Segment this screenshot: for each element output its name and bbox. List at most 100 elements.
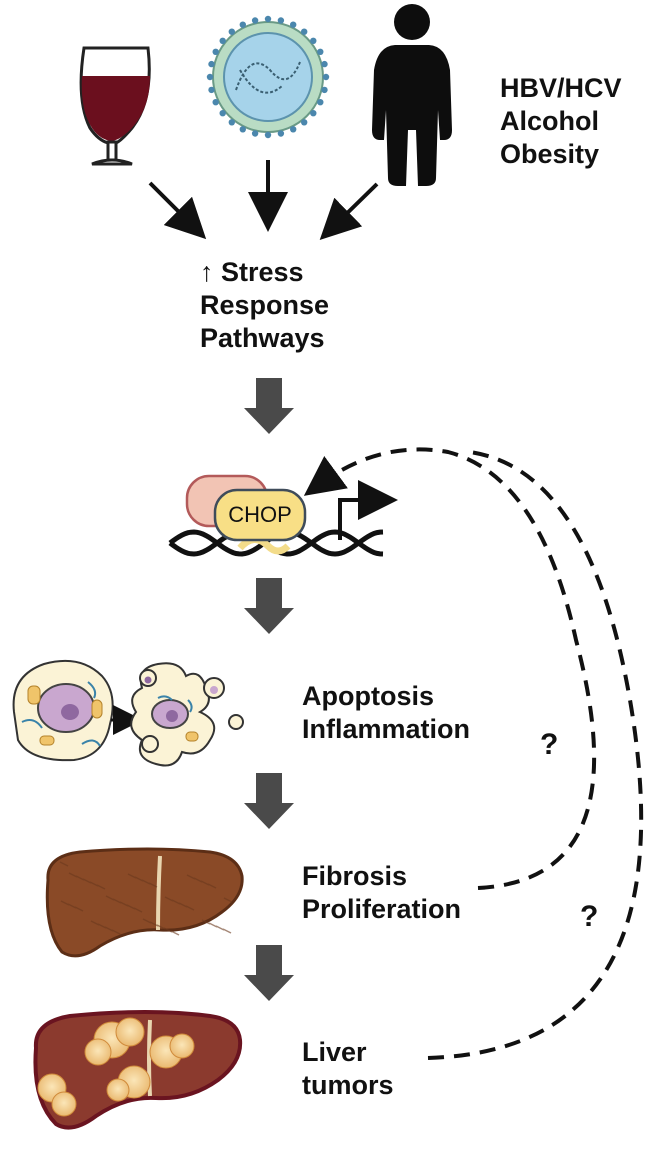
liver-texture bbox=[60, 900, 70, 906]
chop-label: CHOP bbox=[228, 502, 292, 527]
virus-spike bbox=[239, 21, 246, 28]
arrow-to-chop bbox=[244, 378, 294, 434]
flow-arrows bbox=[244, 378, 294, 1001]
chop-protein bbox=[213, 488, 307, 542]
virus-spike bbox=[277, 17, 285, 24]
virus-spike bbox=[212, 48, 219, 55]
virus-spike bbox=[251, 130, 259, 137]
person-silhouette-icon bbox=[372, 4, 452, 186]
virus-spike bbox=[321, 60, 328, 68]
liver-texture bbox=[141, 879, 151, 885]
wine-glass-icon bbox=[79, 46, 151, 166]
virus-spike bbox=[228, 119, 235, 126]
stress-line-3: Pathways bbox=[200, 323, 325, 353]
stress-line-1: Stress bbox=[221, 257, 304, 287]
virus-spike bbox=[317, 99, 324, 106]
liver-texture bbox=[185, 905, 195, 911]
virus-spike bbox=[206, 73, 214, 81]
virus-spike bbox=[264, 15, 272, 23]
liver-texture bbox=[68, 872, 78, 878]
liver-texture bbox=[207, 883, 217, 889]
apoptosis-text: Apoptosis bbox=[302, 681, 434, 711]
liver-texture bbox=[186, 874, 196, 880]
arrow-to-fibrosis bbox=[244, 773, 294, 829]
cause-alcohol: Alcohol bbox=[500, 106, 599, 136]
tumors-label: Liver tumors bbox=[302, 1036, 394, 1102]
apoptosis-label: Apoptosis Inflammation bbox=[302, 680, 470, 746]
fibrotic-liver-icon bbox=[45, 847, 244, 958]
inflammation-text: Inflammation bbox=[302, 714, 471, 744]
liver-texture bbox=[142, 918, 152, 924]
question-mark-2: ? bbox=[580, 900, 599, 933]
virus-icon bbox=[206, 15, 330, 139]
virus-spike bbox=[219, 110, 226, 117]
feedback-arrows bbox=[303, 447, 644, 1060]
liver-texture bbox=[223, 897, 233, 903]
liver-texture bbox=[97, 923, 107, 929]
liver-texture bbox=[112, 898, 122, 904]
arrow-alcohol bbox=[148, 181, 207, 240]
apoptotic-cell-icon bbox=[130, 662, 244, 767]
proliferation-text: Proliferation bbox=[302, 894, 462, 924]
virus-spike bbox=[310, 37, 317, 44]
liver-texture bbox=[111, 929, 121, 935]
question-mark-1: ? bbox=[540, 728, 559, 761]
liver-texture bbox=[74, 906, 84, 912]
liver-texture bbox=[200, 880, 210, 886]
liver-texture bbox=[215, 925, 225, 931]
liver-texture bbox=[170, 930, 180, 936]
liver-texture bbox=[67, 903, 77, 909]
liver-texture bbox=[104, 926, 114, 932]
liver-texture bbox=[156, 924, 166, 930]
tumor-nodules bbox=[37, 1017, 195, 1117]
cause-arrows bbox=[148, 160, 379, 240]
virus-spike bbox=[208, 60, 215, 68]
liver-texture bbox=[171, 899, 181, 905]
causes-label: HBV/HCV Alcohol Obesity bbox=[500, 72, 622, 171]
liver-texture bbox=[178, 902, 188, 908]
liver-texture bbox=[148, 882, 158, 888]
virus-spike bbox=[264, 131, 272, 139]
arrow-obesity bbox=[319, 182, 379, 240]
liver-texture bbox=[89, 881, 99, 887]
virus-spike bbox=[321, 86, 328, 94]
feedback-arrow-tumors bbox=[427, 450, 644, 1060]
cause-obesity: Obesity bbox=[500, 139, 600, 169]
liver-texture bbox=[75, 875, 85, 881]
virus-spike bbox=[219, 37, 226, 44]
liver-texture bbox=[96, 884, 106, 890]
up-arrow-glyph: ↑ bbox=[200, 257, 214, 287]
arrow-to-cells bbox=[244, 578, 294, 634]
virus-spike bbox=[322, 73, 330, 81]
fibrosis-text: Fibrosis bbox=[302, 861, 408, 891]
liver-texture bbox=[222, 928, 232, 934]
liver-texture bbox=[163, 927, 173, 933]
virus-spike bbox=[301, 119, 308, 126]
liver-texture bbox=[126, 904, 136, 910]
liver-texture bbox=[164, 896, 174, 902]
healthy-cell-icon bbox=[12, 659, 114, 762]
virus-spike bbox=[212, 99, 219, 106]
virus-spike bbox=[317, 48, 324, 55]
liver-texture bbox=[90, 920, 100, 926]
liver-texture bbox=[149, 921, 159, 927]
liver-texture bbox=[119, 901, 129, 907]
virus-spike bbox=[208, 86, 215, 94]
virus-spike bbox=[290, 21, 297, 28]
liver-texture bbox=[133, 907, 143, 913]
transcription-start-arrow bbox=[338, 480, 398, 540]
stress-label: ↑ Stress Response Pathways bbox=[200, 256, 329, 355]
fibrosis-label: Fibrosis Proliferation bbox=[302, 860, 461, 926]
liver-texture bbox=[208, 922, 218, 928]
tumor-liver-icon bbox=[33, 1010, 243, 1130]
virus-spike bbox=[228, 28, 235, 35]
virus-spike bbox=[301, 28, 308, 35]
feedback-arrow-fibrosis bbox=[303, 447, 597, 890]
liver-texture bbox=[127, 873, 137, 879]
liver-texture bbox=[134, 876, 144, 882]
virus-spike bbox=[239, 126, 246, 133]
liver-texture bbox=[59, 861, 69, 867]
liver-texture bbox=[193, 877, 203, 883]
